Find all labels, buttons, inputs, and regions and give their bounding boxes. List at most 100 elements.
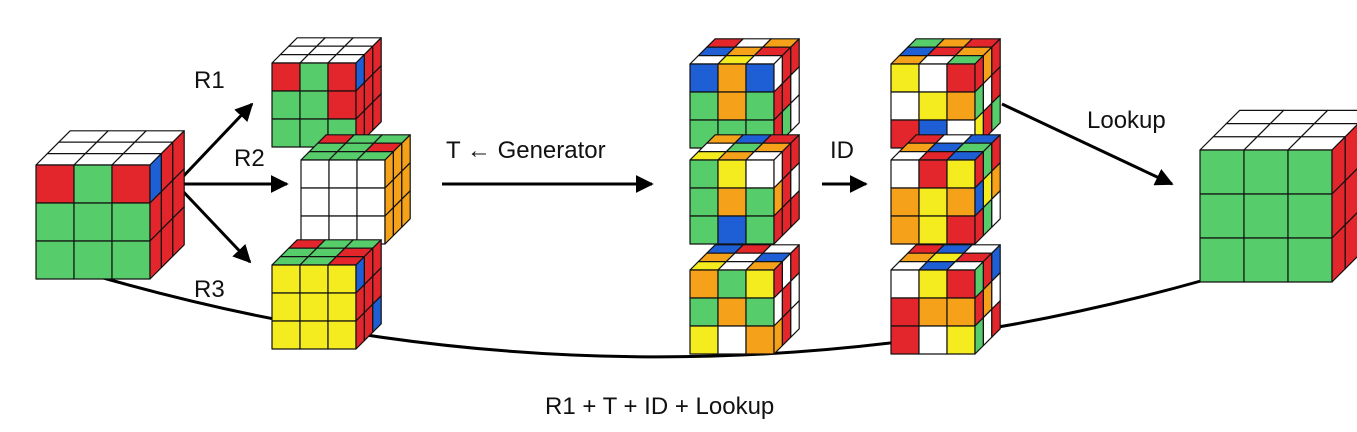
front-sticker xyxy=(745,63,775,93)
front-sticker xyxy=(1199,149,1245,195)
front-sticker xyxy=(356,187,386,217)
front-sticker xyxy=(1287,149,1333,195)
front-sticker xyxy=(1287,237,1333,283)
front-sticker xyxy=(717,187,747,217)
front-sticker xyxy=(689,187,719,217)
front-sticker xyxy=(918,187,948,217)
scrambled-cube-a2 xyxy=(689,134,800,245)
front-sticker xyxy=(327,264,357,294)
front-sticker xyxy=(946,187,976,217)
front-sticker xyxy=(946,91,976,121)
front-sticker xyxy=(890,325,920,355)
front-sticker xyxy=(1243,237,1289,283)
label-r1: R1 xyxy=(194,67,225,94)
front-sticker xyxy=(271,264,301,294)
front-sticker xyxy=(271,62,301,92)
arrow-lookup xyxy=(1001,102,1174,186)
front-sticker xyxy=(689,325,719,355)
label-generator: T ← Generator xyxy=(446,137,606,164)
label-lookup: Lookup xyxy=(1087,107,1166,134)
front-sticker xyxy=(689,215,719,245)
front-sticker xyxy=(745,297,775,327)
front-sticker xyxy=(73,240,113,280)
front-sticker xyxy=(946,63,976,93)
right-sticker xyxy=(790,300,800,338)
front-sticker xyxy=(717,215,747,245)
right-sticker xyxy=(790,94,800,132)
front-sticker xyxy=(73,164,113,204)
front-sticker xyxy=(328,159,358,189)
front-sticker xyxy=(327,320,357,350)
front-sticker xyxy=(299,292,329,322)
front-sticker xyxy=(328,187,358,217)
front-sticker xyxy=(946,269,976,299)
front-sticker xyxy=(717,159,747,189)
front-sticker xyxy=(890,159,920,189)
right-sticker xyxy=(172,206,185,257)
front-sticker xyxy=(717,91,747,121)
front-sticker xyxy=(689,297,719,327)
front-sticker xyxy=(890,215,920,245)
arrow-to-r3 xyxy=(174,182,252,264)
label-r3: R3 xyxy=(194,276,225,303)
front-sticker xyxy=(918,297,948,327)
right-sticker xyxy=(401,190,411,228)
r2-cube xyxy=(300,134,411,245)
front-sticker xyxy=(918,269,948,299)
front-sticker xyxy=(890,63,920,93)
front-sticker xyxy=(946,159,976,189)
front-sticker xyxy=(300,187,330,217)
right-sticker xyxy=(1344,168,1357,226)
front-sticker xyxy=(717,269,747,299)
front-sticker xyxy=(745,91,775,121)
front-sticker xyxy=(271,292,301,322)
front-sticker xyxy=(35,240,75,280)
front-sticker xyxy=(271,118,301,148)
front-sticker xyxy=(890,187,920,217)
front-sticker xyxy=(1243,149,1289,195)
front-sticker xyxy=(745,325,775,355)
right-sticker xyxy=(991,300,1001,338)
front-sticker xyxy=(299,62,329,92)
r1-cube xyxy=(271,37,382,148)
label-pipeline: R1 + T + ID + Lookup xyxy=(545,393,774,420)
front-sticker xyxy=(717,297,747,327)
front-sticker xyxy=(327,90,357,120)
right-sticker xyxy=(1344,212,1357,270)
front-sticker xyxy=(111,202,151,242)
front-sticker xyxy=(111,164,151,204)
front-sticker xyxy=(745,269,775,299)
front-sticker xyxy=(35,164,75,204)
scrambled-cube-b2 xyxy=(890,134,1001,245)
front-sticker xyxy=(689,159,719,189)
right-sticker xyxy=(991,190,1001,228)
arrow-pipeline xyxy=(92,258,1267,359)
front-sticker xyxy=(299,90,329,120)
front-sticker xyxy=(918,91,948,121)
front-sticker xyxy=(1199,237,1245,283)
front-sticker xyxy=(73,202,113,242)
scrambled-cube-a1 xyxy=(689,38,800,149)
cubes-group xyxy=(35,37,1357,355)
arrow-to-r1 xyxy=(174,102,254,186)
front-sticker xyxy=(918,63,948,93)
r3-cube xyxy=(271,239,382,350)
front-sticker xyxy=(299,264,329,294)
front-sticker xyxy=(299,320,329,350)
right-sticker xyxy=(1344,124,1357,182)
front-sticker xyxy=(918,215,948,245)
front-sticker xyxy=(1199,193,1245,239)
front-sticker xyxy=(327,62,357,92)
front-sticker xyxy=(356,159,386,189)
front-sticker xyxy=(745,215,775,245)
front-sticker xyxy=(890,269,920,299)
front-sticker xyxy=(918,325,948,355)
front-sticker xyxy=(1287,193,1333,239)
front-sticker xyxy=(689,269,719,299)
front-sticker xyxy=(271,90,301,120)
front-sticker xyxy=(890,297,920,327)
front-sticker xyxy=(327,292,357,322)
scrambled-cube-a3 xyxy=(689,244,800,355)
front-sticker xyxy=(271,320,301,350)
